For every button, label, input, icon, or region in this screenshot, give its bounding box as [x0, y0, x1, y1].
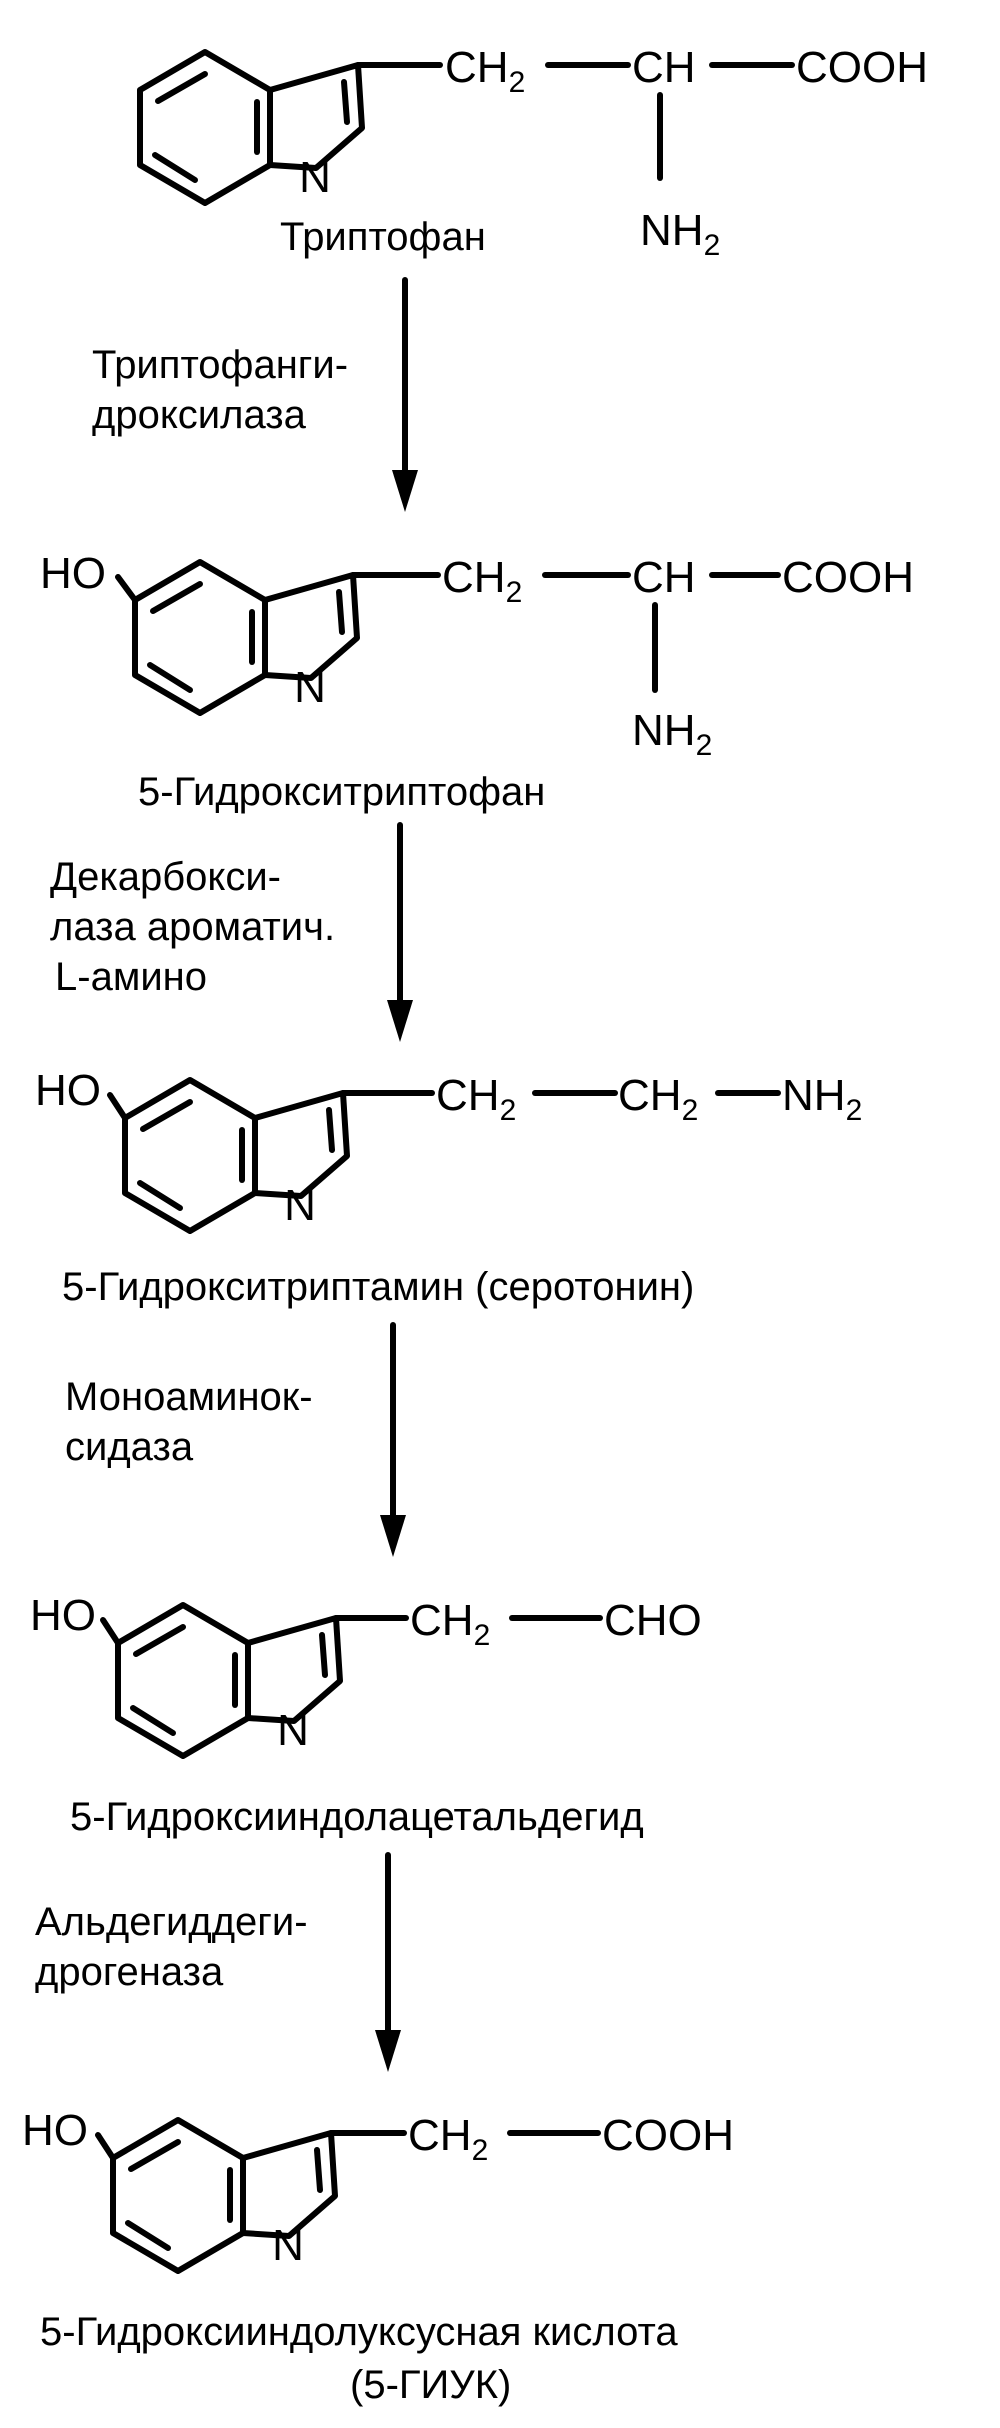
ch2-group-2: CH2 — [618, 1071, 698, 1127]
enzyme-label-1-line-1: Триптофанги- — [92, 343, 348, 387]
compound-serotonin: HO N CH2 CH2 NH2 5-Гидрокситриптамин (се… — [35, 1066, 862, 1309]
reaction-arrow-1: Триптофанги- дроксилаза — [92, 277, 418, 512]
compound-5-hydroxyindoleacetaldehyde: HO N CH2 CHO 5-Гидроксииндолацетальдегид — [30, 1591, 702, 1839]
hydroxyl-group: HO — [40, 549, 106, 598]
ch2-group: CH2 — [442, 553, 522, 609]
compound-name-5-hydroxytryptophan: 5-Гидрокситриптофан — [138, 770, 545, 814]
hydroxyl-group: HO — [30, 1591, 96, 1640]
enzyme-label-2-line-3: L-амино — [55, 955, 207, 999]
compound-5-hiaa: HO N CH2 COOH 5-Гидроксииндолуксусная ки… — [22, 2106, 734, 2407]
ch2-group: CH2 — [408, 2111, 488, 2167]
nh2-group: NH2 — [640, 206, 720, 262]
reaction-arrow-3: Моноаминок- сидаза — [65, 1322, 406, 1557]
enzyme-label-1-line-2: дроксилаза — [92, 393, 307, 437]
compound-tryptophan: N CH2 CH COOH NH2 Триптофан — [137, 43, 928, 262]
enzyme-label-4-line-2: дрогеназа — [35, 1950, 224, 1994]
indole-nitrogen: N — [277, 1706, 309, 1755]
nh2-group: NH2 — [632, 706, 712, 762]
indole-nitrogen: N — [299, 153, 331, 202]
cho-group: CHO — [604, 1596, 702, 1645]
enzyme-label-3-line-2: сидаза — [65, 1425, 194, 1469]
compound-name-serotonin: 5-Гидрокситриптамин (серотонин) — [62, 1265, 694, 1309]
enzyme-label-4-line-1: Альдегиддеги- — [35, 1900, 308, 1944]
cooh-group: COOH — [782, 553, 914, 602]
nh2-group: NH2 — [782, 1071, 862, 1127]
compound-abbrev-5-hiaa: (5-ГИУК) — [350, 2363, 511, 2407]
cooh-group: COOH — [796, 43, 928, 92]
ch-group: CH — [632, 553, 696, 602]
ch2-group: CH2 — [445, 43, 525, 99]
enzyme-label-2-line-1: Декарбокси- — [50, 855, 281, 899]
enzyme-label-3-line-1: Моноаминок- — [65, 1375, 313, 1419]
hydroxyl-group: HO — [22, 2106, 88, 2155]
ch2-group: CH2 — [436, 1071, 516, 1127]
reaction-arrow-2: Декарбокси- лаза ароматич. L-амино — [50, 822, 413, 1042]
indole-nitrogen: N — [294, 663, 326, 712]
compound-name-tryptophan: Триптофан — [280, 215, 486, 259]
compound-5-hydroxytryptophan: HO N CH2 CH COOH NH2 5-Гидрокситриптофан — [40, 549, 914, 814]
cooh-group: COOH — [602, 2111, 734, 2160]
reaction-arrow-4: Альдегиддеги- дрогеназа — [35, 1852, 401, 2072]
ch2-group: CH2 — [410, 1596, 490, 1652]
compound-name-5-hydroxyindoleacetaldehyde: 5-Гидроксииндолацетальдегид — [70, 1795, 644, 1839]
indole-nitrogen: N — [284, 1181, 316, 1230]
compound-name-5-hiaa: 5-Гидроксииндолуксусная кислота — [40, 2310, 678, 2354]
ch-group: CH — [632, 43, 696, 92]
indole-ring-1 — [137, 49, 365, 206]
indole-nitrogen: N — [272, 2221, 304, 2270]
enzyme-label-2-line-2: лаза ароматич. — [50, 905, 335, 949]
hydroxyl-group: HO — [35, 1066, 101, 1115]
